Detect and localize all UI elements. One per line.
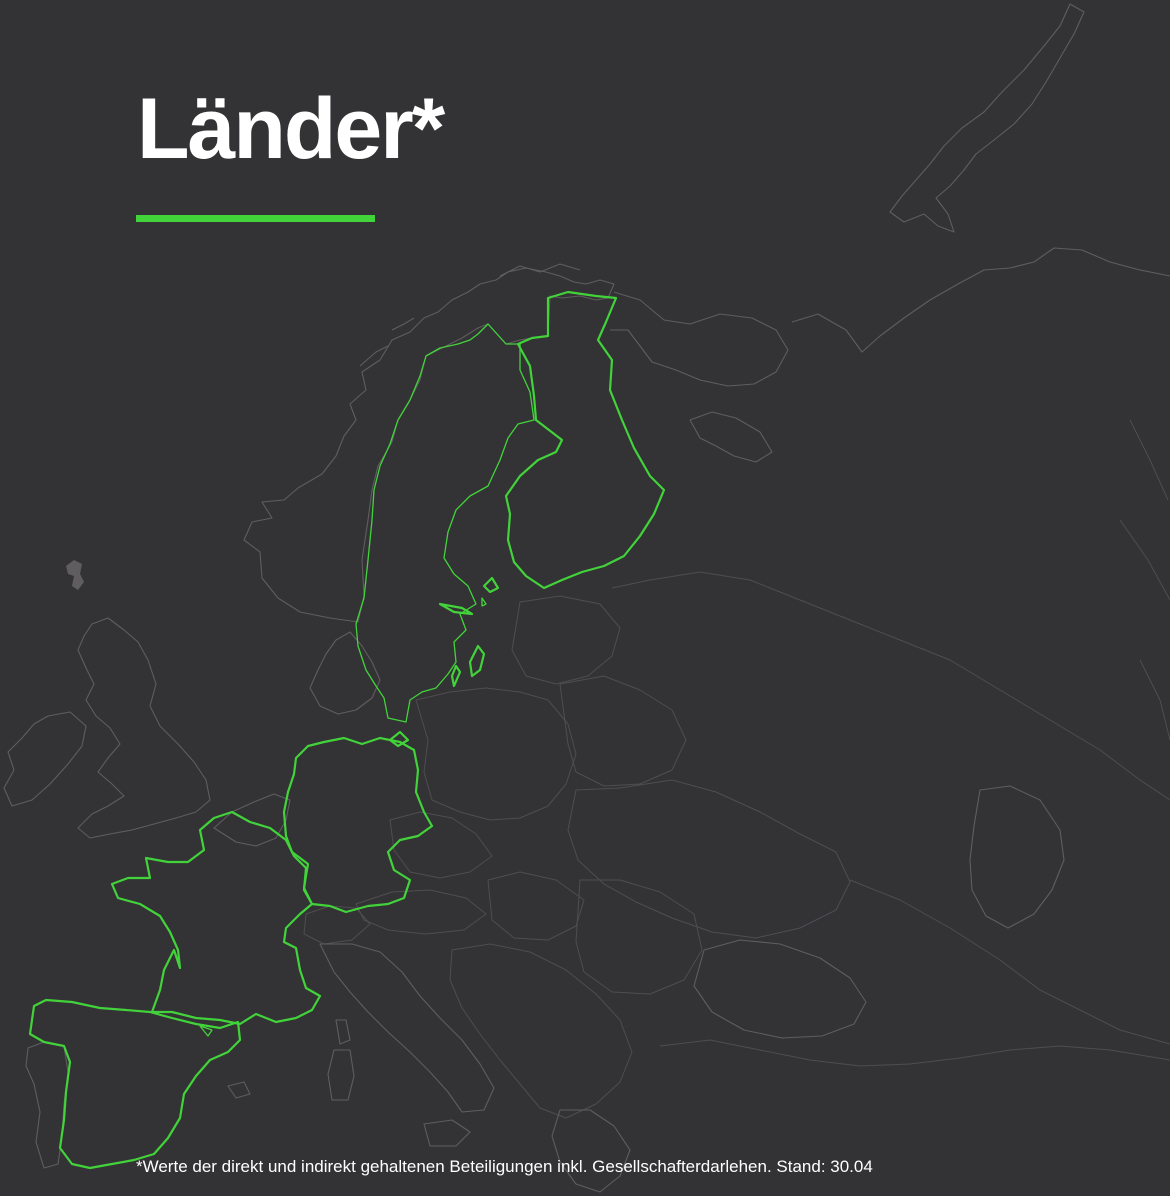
arctic-islands-outline: [499, 263, 581, 277]
hungary-outline: [487, 871, 585, 941]
austria-outline: [355, 889, 487, 935]
greece-outline: [551, 1109, 631, 1193]
stockholm-archipelago: [438, 602, 474, 616]
page-title: Länder*: [137, 81, 445, 177]
corsica-outline: [335, 1019, 351, 1045]
czechia-outline: [389, 811, 493, 879]
baltics-outline: [511, 595, 621, 685]
spain-enclave: [199, 1025, 213, 1037]
sardinia-outline: [327, 1049, 355, 1101]
balearic-outline: [227, 1081, 251, 1099]
norway-islands: [359, 317, 415, 367]
italy-outline: [319, 943, 495, 1113]
ireland-outline: [3, 711, 87, 807]
spain-outline: [28, 998, 242, 1170]
small-swedish-island: [481, 597, 487, 607]
novaya-zemlya-outline: [889, 3, 1085, 233]
white-sea-outline: [689, 411, 773, 463]
caspian-outline: [969, 785, 1065, 929]
russia-west-outline: [611, 571, 1170, 801]
romania-outline: [575, 879, 703, 995]
highlighted-countries: [28, 290, 666, 1170]
turkey-outline: [659, 1039, 1170, 1067]
balkans-outline: [449, 943, 633, 1119]
belarus-outline: [559, 675, 687, 787]
faroe-islands: [66, 560, 84, 590]
germany-outline: [282, 736, 434, 914]
denmark-outline: [309, 631, 381, 715]
arctic-coast-east: [791, 247, 1170, 353]
oland-island: [450, 664, 462, 688]
sweden-outline: [355, 323, 535, 723]
finland-outline: [504, 290, 666, 590]
base-map-outlines: [3, 3, 1170, 1193]
switzerland-outline: [303, 905, 371, 945]
poland-outline: [415, 687, 577, 821]
ukraine-outline: [567, 779, 851, 939]
russia-south-outline: [849, 879, 1170, 1045]
germany-island: [388, 730, 410, 748]
gotland-island: [468, 644, 486, 678]
benelux-outline: [213, 793, 291, 847]
great-britain-outline: [77, 617, 211, 839]
sicily-outline: [423, 1119, 471, 1147]
title-underline: [136, 215, 375, 222]
russia-east-outline: [1119, 419, 1170, 741]
kola-outline: [610, 291, 789, 387]
black-sea-outline: [693, 939, 867, 1039]
aland-island: [482, 576, 500, 594]
footnote: *Werte der direkt und indirekt gehaltene…: [136, 1157, 873, 1176]
france-outline: [110, 810, 322, 1026]
